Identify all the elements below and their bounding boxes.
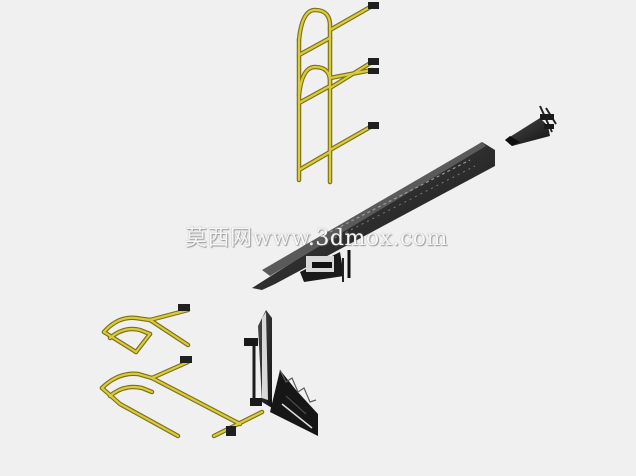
toe-plate-bracket (270, 369, 318, 436)
bracket-part (505, 105, 557, 146)
large-handrail (99, 356, 265, 439)
vertical-post (244, 310, 272, 408)
vertical-ladder (296, 2, 379, 185)
steel-channel (252, 142, 495, 290)
small-handrail (101, 304, 191, 355)
watermark-text: 莫西网www.3dmox.com (185, 226, 448, 251)
